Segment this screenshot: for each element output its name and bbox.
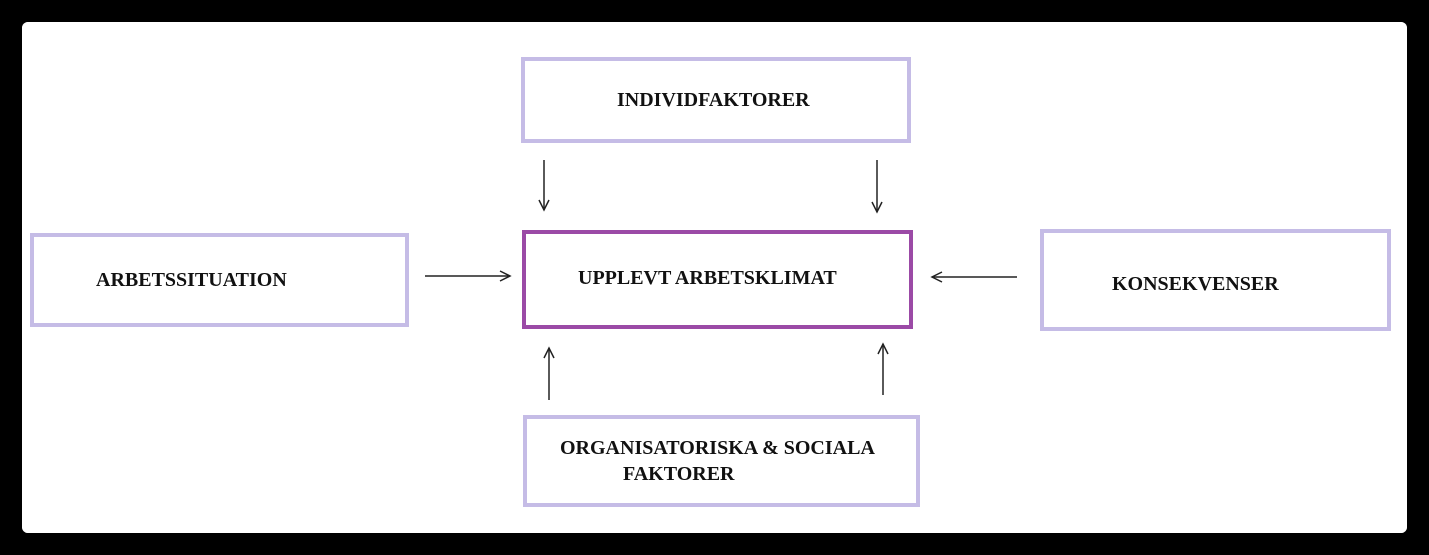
arrow-down-right — [871, 160, 883, 214]
box-upplevt-arbetsklimat-label: UPPLEVT ARBETSKLIMAT — [578, 267, 837, 289]
box-organisatoriska-label-1: ORGANISATORISKA & SOCIALA — [560, 437, 875, 459]
box-organisatoriska: ORGANISATORISKA & SOCIALA FAKTORER — [523, 415, 920, 507]
arrow-down-left — [538, 160, 550, 212]
box-organisatoriska-label-2: FAKTORER — [623, 463, 735, 485]
box-arbetssituation: ARBETSSITUATION — [30, 233, 409, 327]
arrow-up-right — [877, 342, 889, 395]
box-konsekvenser-label: KONSEKVENSER — [1112, 273, 1279, 295]
box-konsekvenser: KONSEKVENSER — [1040, 229, 1391, 331]
arrow-left — [930, 271, 1017, 283]
box-arbetssituation-label: ARBETSSITUATION — [96, 269, 287, 291]
arrow-up-left — [543, 346, 555, 400]
arrow-right — [425, 270, 512, 282]
box-individfaktorer: INDIVIDFAKTORER — [521, 57, 911, 143]
box-individfaktorer-label: INDIVIDFAKTORER — [617, 89, 810, 111]
box-upplevt-arbetsklimat: UPPLEVT ARBETSKLIMAT — [522, 230, 913, 329]
